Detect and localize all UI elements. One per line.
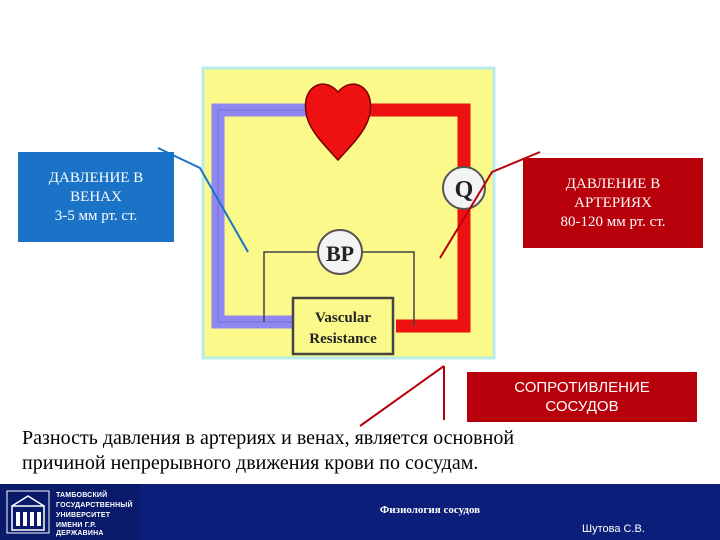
bp-wire <box>263 251 415 326</box>
flow-meter-q-label: Q <box>455 177 474 203</box>
callout-vein-line3: 3-5 мм рт. ст. <box>54 207 138 224</box>
bp-gauge <box>317 229 363 275</box>
callout-resistance-line2: СОСУДОВ <box>545 398 619 415</box>
university-name-line1: ТАМБОВСКИЙ <box>56 492 108 499</box>
vein-vessel <box>211 103 322 329</box>
resistance-label-2: Resistance <box>309 331 377 347</box>
slide-caption: Разность давления в артериях и венах, яв… <box>22 426 702 476</box>
university-name-line3: УНИВЕРСИТЕТ <box>56 512 111 519</box>
callout-vein-line1: ДАВЛЕНИЕ В <box>48 169 144 186</box>
course-title: Физиология сосудов <box>379 504 481 516</box>
heart-icon <box>304 83 372 162</box>
university-logo: ТАМБОВСКИЙ ГОСУДАРСТВЕННЫЙ УНИВЕРСИТЕТ И… <box>0 484 140 540</box>
caption-line2: причиной непрерывного движения крови по … <box>22 452 479 474</box>
callout-artery-line1: ДАВЛЕНИЕ В <box>565 175 661 192</box>
callout-vein-line2: ВЕНАХ <box>70 188 122 205</box>
university-building-icon <box>6 490 50 534</box>
resistance-leader-line <box>359 365 445 427</box>
resistance-box <box>291 296 395 356</box>
university-name-line2: ГОСУДАРСТВЕННЫЙ <box>56 502 133 509</box>
resistance-label-1: Vascular <box>315 310 371 326</box>
callout-artery-pressure: ДАВЛЕНИЕ В АРТЕРИЯХ 80-120 мм рт. ст. <box>523 158 703 248</box>
author-name: Шутова С.В. <box>582 523 645 535</box>
callout-artery-line3: 80-120 мм рт. ст. <box>560 213 666 230</box>
caption-line1: Разность давления в артериях и венах, яв… <box>22 427 515 449</box>
callout-artery-line2: АРТЕРИЯХ <box>574 194 652 211</box>
callout-resistance-line1: СОПРОТИВЛЕНИЕ <box>514 379 650 396</box>
callout-vascular-resistance: СОПРОТИВЛЕНИЕ СОСУДОВ <box>467 372 697 422</box>
callout-vein-pressure: ДАВЛЕНИЕ В ВЕНАХ 3-5 мм рт. ст. <box>18 152 174 242</box>
university-name-line4: ИМЕНИ Г.Р. ДЕРЖАВИНА <box>56 522 104 537</box>
flow-meter-q <box>442 166 486 210</box>
bp-gauge-label: BP <box>326 241 354 266</box>
